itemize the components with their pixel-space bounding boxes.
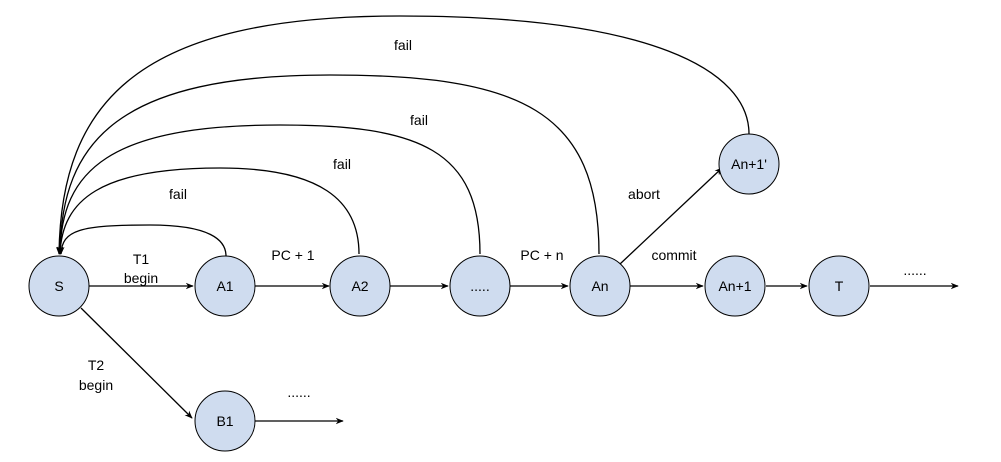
label-fail-3: fail xyxy=(410,112,428,128)
node-an-label: An xyxy=(591,278,608,294)
label-t2-begin: begin xyxy=(79,377,113,393)
node-t-label: T xyxy=(835,278,844,294)
node-t: T xyxy=(808,255,870,317)
node-b1: B1 xyxy=(194,390,256,452)
edge-an-an1p xyxy=(619,167,723,265)
node-t-circle xyxy=(808,255,870,317)
node-dots-label: ..... xyxy=(470,278,489,294)
node-an1-label: An+1 xyxy=(718,278,751,294)
edge-fail-an-s xyxy=(56,74,600,255)
node-an1: An+1 xyxy=(704,255,766,317)
node-an1p-circle xyxy=(718,133,780,195)
node-dots-circle xyxy=(449,255,511,317)
node-an: An xyxy=(569,255,631,317)
label-t2: T2 xyxy=(88,357,105,373)
node-an-circle xyxy=(569,255,631,317)
edge-fail-a2-s xyxy=(57,167,360,255)
node-dots: ..... xyxy=(449,255,511,317)
label-fail-2: fail xyxy=(333,156,351,172)
label-fail-4: fail xyxy=(394,37,412,53)
node-s: S xyxy=(28,255,90,317)
label-pc-plus-1: PC + 1 xyxy=(271,247,314,263)
node-b1-circle xyxy=(194,390,256,452)
node-s-label: S xyxy=(54,278,63,294)
node-b1-label: B1 xyxy=(216,413,233,429)
edge-fail-a1-s xyxy=(58,224,227,257)
label-ellipsis-b1: ...... xyxy=(287,384,310,400)
node-a1: A1 xyxy=(194,255,256,317)
node-an1p: An+1' xyxy=(718,133,780,195)
edge-fail-dots-s xyxy=(56,124,481,255)
label-t1-begin: begin xyxy=(124,270,158,286)
label-pc-plus-n: PC + n xyxy=(520,247,563,263)
node-an1p-label: An+1' xyxy=(731,156,767,172)
node-a2-label: A2 xyxy=(351,278,368,294)
label-ellipsis-t: ...... xyxy=(903,262,926,278)
node-a1-circle xyxy=(194,255,256,317)
edge-fail-an1p-s xyxy=(55,15,750,255)
node-an1-circle xyxy=(704,255,766,317)
node-s-circle xyxy=(28,255,90,317)
edge-s-b1 xyxy=(80,307,193,419)
label-abort: abort xyxy=(628,186,660,202)
node-a2: A2 xyxy=(329,255,391,317)
label-fail-1: fail xyxy=(169,186,187,202)
node-a1-label: A1 xyxy=(216,278,233,294)
label-commit: commit xyxy=(651,247,696,263)
node-a2-circle xyxy=(329,255,391,317)
label-t1: T1 xyxy=(133,251,150,267)
